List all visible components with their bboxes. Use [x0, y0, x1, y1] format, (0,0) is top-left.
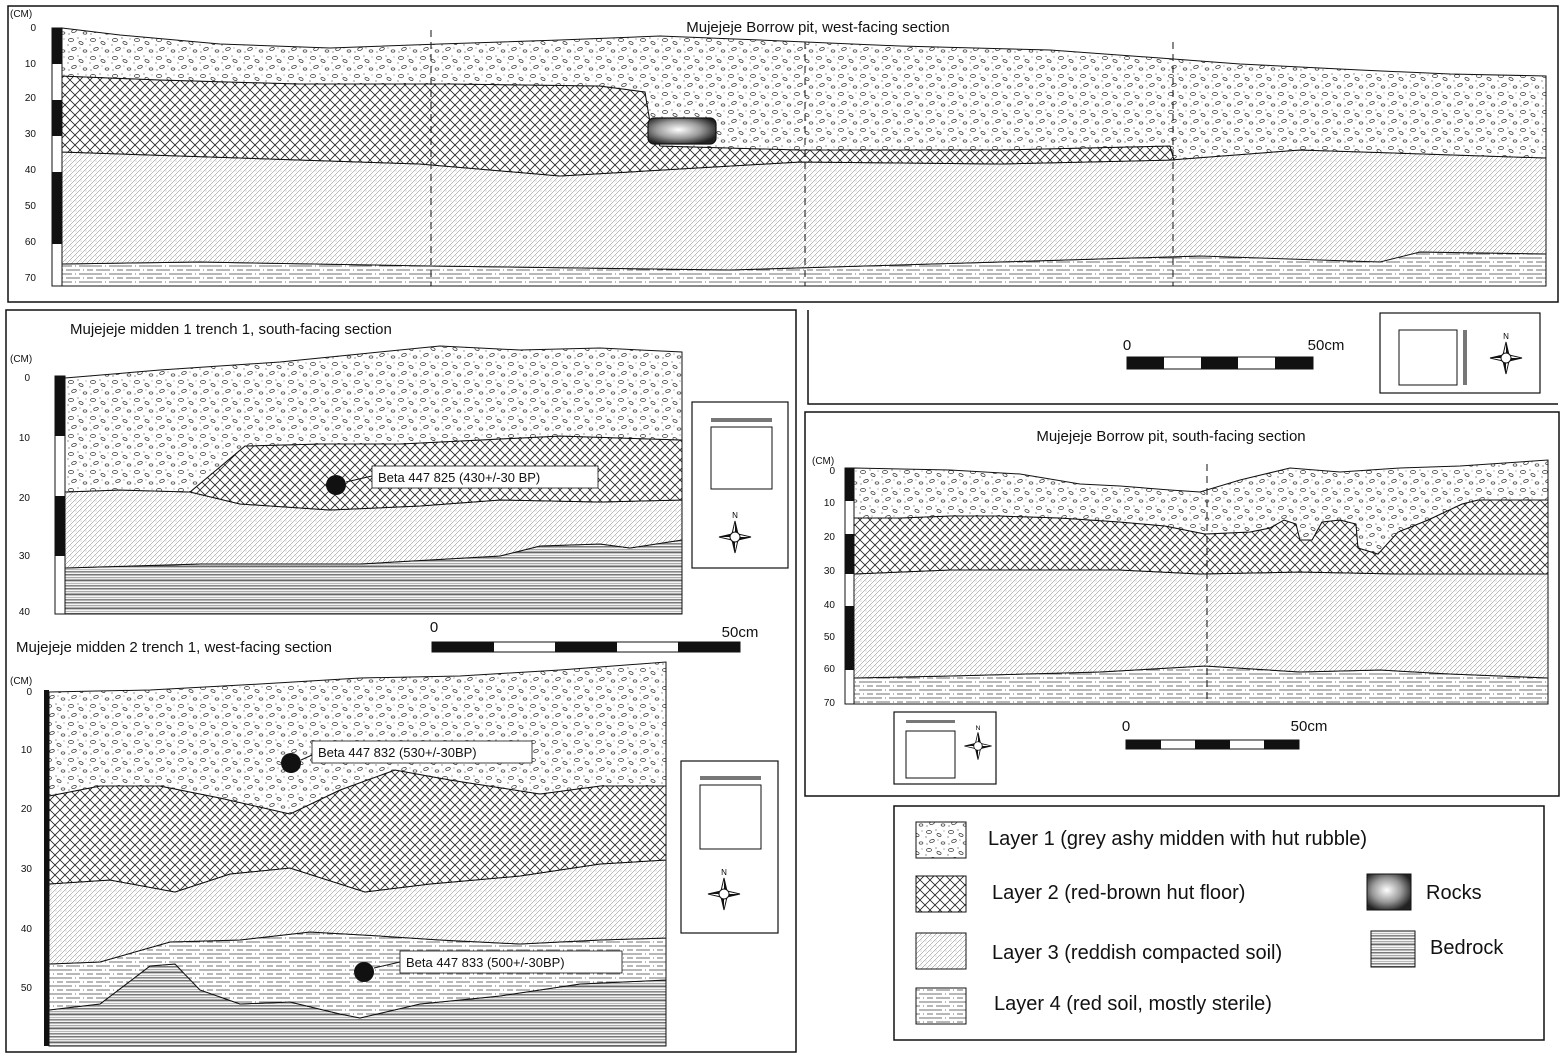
legend-frame: [893, 805, 1545, 1041]
panel-title: Mujejeje Borrow pit, west-facing section: [686, 19, 949, 36]
sample-marker: Beta 447 833 (500+/-30BP): [354, 950, 623, 982]
depth-tick: 50: [21, 983, 33, 994]
scale-end: 50cm: [1308, 337, 1345, 354]
panel-title: Mujejeje midden 1 trench 1, south-facing…: [70, 321, 392, 338]
axis-unit: (CM): [10, 354, 32, 365]
compass-north: N: [732, 511, 738, 520]
panel-frame: [7, 5, 1559, 303]
scale-start: 0: [430, 619, 438, 636]
legend-label-rocks: Rocks: [1426, 882, 1482, 904]
layer1-band: [48, 661, 667, 815]
sample-marker: Beta 447 825 (430+/-30 BP): [326, 465, 599, 495]
legend-swatch-bedrock: [1370, 930, 1416, 968]
depth-tick: 60: [824, 664, 836, 675]
depth-tick: 10: [19, 433, 31, 444]
depth-axis: (CM) 0 10 20 30 40 50 60 70: [10, 9, 63, 287]
legend-label-layer3: Layer 3 (reddish compacted soil): [992, 942, 1282, 964]
depth-tick: 60: [25, 237, 37, 248]
orientation-key: N: [893, 711, 997, 785]
depth-tick: 10: [824, 498, 836, 509]
depth-tick: 0: [26, 687, 32, 698]
midden1-section: Mujejeje midden 1 trench 1, south-facing…: [10, 321, 789, 618]
layer1-band: [61, 27, 1547, 161]
sample-label: Beta 447 825 (430+/-30 BP): [378, 470, 540, 485]
axis-unit: (CM): [10, 676, 32, 687]
borrow-pit-south-panel: Mujejeje Borrow pit, south-facing sectio…: [804, 411, 1560, 797]
scale-end: 50cm: [1291, 718, 1328, 735]
compass-icon: N: [1489, 332, 1523, 375]
sample-marker: Beta 447 832 (530+/-30BP): [281, 740, 533, 773]
layer1-band: [64, 345, 683, 493]
legend-label-layer1: Layer 1 (grey ashy midden with hut rubbl…: [988, 828, 1367, 850]
depth-tick: 20: [824, 532, 836, 543]
panel-frame: [804, 411, 1560, 797]
legend-label-layer2: Layer 2 (red-brown hut floor): [992, 882, 1245, 904]
legend-label-layer4: Layer 4 (red soil, mostly sterile): [994, 993, 1272, 1015]
axis-unit: (CM): [10, 9, 32, 20]
depth-tick: 40: [21, 924, 33, 935]
legend-swatch-layer1: [915, 821, 967, 859]
depth-axis: (CM) 0 10 20 30 40: [10, 354, 66, 618]
depth-tick: 70: [25, 273, 37, 284]
depth-tick: 40: [824, 600, 836, 611]
depth-tick: 30: [824, 566, 836, 577]
depth-tick: 40: [25, 165, 37, 176]
depth-tick: 70: [824, 698, 836, 709]
legend-label-bedrock: Bedrock: [1430, 937, 1504, 959]
axis-unit: (CM): [812, 456, 834, 467]
rock-symbol: [647, 117, 717, 145]
legend-swatch-layer3: [915, 932, 967, 970]
depth-tick: 10: [21, 745, 33, 756]
legend-swatch-layer2: [915, 875, 967, 913]
orientation-key: N: [1379, 312, 1541, 394]
depth-tick: 30: [19, 551, 31, 562]
depth-tick: 50: [824, 632, 836, 643]
depth-tick: 20: [25, 93, 37, 104]
compass-north: N: [976, 725, 981, 732]
depth-tick: 10: [25, 59, 37, 70]
scale-bar: 0 50cm: [430, 619, 759, 653]
legend-swatch-layer4: [915, 987, 967, 1025]
depth-axis: (CM) 0 10 20 30 40 50 60 70: [812, 456, 855, 709]
scale-area-box: 0 50cm N: [807, 310, 1558, 405]
scale-bar: 0 50cm: [1122, 718, 1328, 750]
depth-tick: 0: [30, 23, 36, 34]
midden2-section: Mujejeje midden 2 trench 1, west-facing …: [10, 639, 779, 1047]
compass-icon: N: [718, 511, 752, 554]
panel-title: Mujejeje Borrow pit, south-facing sectio…: [1036, 428, 1305, 445]
orientation-key: N: [691, 401, 789, 569]
depth-tick: 20: [21, 804, 33, 815]
depth-tick: 30: [21, 864, 33, 875]
depth-tick: 50: [25, 201, 37, 212]
compass-icon: N: [707, 868, 741, 911]
panel-frame: [5, 309, 797, 1053]
depth-tick: 40: [19, 607, 31, 618]
compass-north: N: [721, 868, 727, 877]
depth-tick: 0: [24, 373, 30, 384]
depth-axis: (CM) 0 10 20 30 40 50: [10, 676, 49, 1046]
midden-panel: Mujejeje midden 1 trench 1, south-facing…: [5, 309, 797, 1053]
legend: Layer 1 (grey ashy midden with hut rubbl…: [893, 805, 1545, 1041]
scale-start: 0: [1123, 337, 1131, 354]
sample-label: Beta 447 833 (500+/-30BP): [406, 955, 565, 970]
compass-icon: N: [964, 725, 992, 760]
panel-title: Mujejeje midden 2 trench 1, west-facing …: [16, 639, 332, 656]
depth-tick: 0: [829, 466, 835, 477]
orientation-key: N: [680, 760, 779, 934]
layer3-band: [61, 149, 1547, 271]
borrow-pit-west-panel: Mujejeje Borrow pit, west-facing section…: [7, 5, 1559, 303]
depth-tick: 20: [19, 493, 31, 504]
depth-tick: 30: [25, 129, 37, 140]
scale-end: 50cm: [722, 624, 759, 641]
compass-north: N: [1503, 332, 1509, 341]
legend-swatch-rocks: [1366, 873, 1412, 911]
layer3-band: [853, 569, 1549, 679]
sample-label: Beta 447 832 (530+/-30BP): [318, 745, 477, 760]
scale-start: 0: [1122, 718, 1130, 735]
scale-bar: 0 50cm: [1123, 337, 1345, 370]
